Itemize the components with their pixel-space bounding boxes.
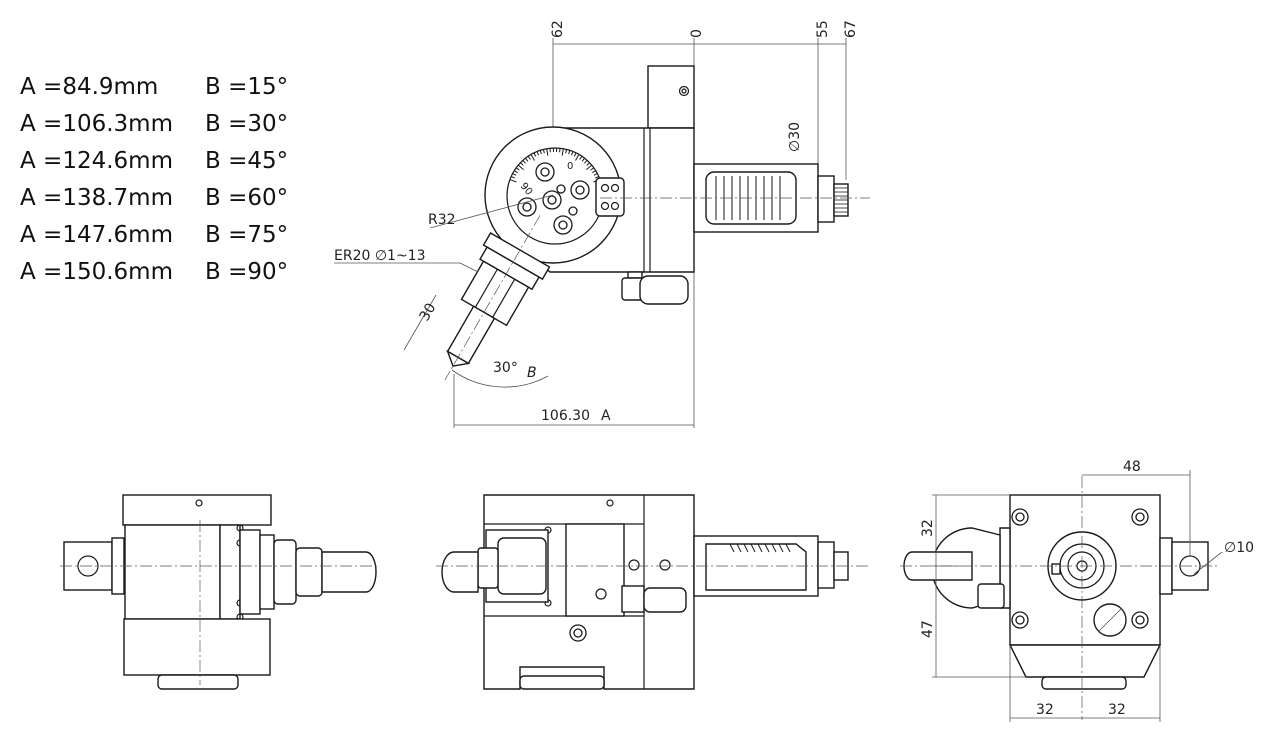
top-view: 62 0 55 67 0 90 90	[334, 20, 870, 428]
dim-67: 67	[843, 20, 859, 38]
spec-a-2: A =106.3mm	[20, 111, 173, 137]
side-panel	[565, 523, 625, 617]
spec-b-5: B =75°	[205, 222, 288, 248]
dim-length: 106.30	[541, 408, 590, 424]
end-key	[1051, 563, 1061, 575]
dim-55: 55	[815, 20, 831, 38]
front-collet-nut-2	[273, 539, 297, 605]
side-tool	[441, 551, 479, 593]
coolant-fitting-stem	[627, 271, 643, 279]
dial-bolts	[517, 162, 590, 235]
spec-b-3: B =45°	[205, 148, 288, 174]
dim-32-left: 32	[1036, 702, 1054, 718]
front-body	[124, 524, 221, 620]
side-coolant-connector	[643, 587, 687, 613]
angled-tool-assembly	[444, 215, 551, 381]
side-coolant-fitting	[621, 585, 645, 613]
spec-a-5: A =147.6mm	[20, 222, 173, 248]
dim-0: 0	[689, 29, 705, 38]
coolant-connector	[639, 275, 689, 305]
spec-b-1: B =15°	[205, 74, 288, 100]
spec-a-6: A =150.6mm	[20, 259, 173, 285]
dim-32-top: 32	[920, 519, 936, 537]
front-view	[60, 494, 380, 690]
dim-angle: 30°	[493, 360, 518, 376]
front-bottom	[123, 618, 271, 676]
dim-dia10: ∅10	[1224, 540, 1254, 556]
spec-table: A =84.9mm B =15° A =106.3mm B =30° A =12…	[20, 74, 288, 285]
front-collet-nut-3	[295, 547, 323, 597]
front-foot	[157, 674, 239, 690]
spline-collar	[817, 175, 835, 223]
dial-0-label: 0	[567, 161, 573, 172]
spec-a-4: A =138.7mm	[20, 185, 173, 211]
spec-a-3: A =124.6mm	[20, 148, 173, 174]
dim-62: 62	[550, 20, 566, 38]
side-view	[436, 494, 870, 690]
end-bottom-taper	[1008, 644, 1162, 678]
coolant-block	[647, 65, 695, 129]
end-coolant-fitting	[977, 583, 1005, 609]
side-collet-front	[477, 547, 499, 589]
spec-b-4: B =60°	[205, 185, 288, 211]
dial-knob	[595, 177, 625, 217]
dim-30: 30	[417, 301, 440, 324]
front-collet-nut-1	[259, 534, 275, 610]
spec-a-1: A =84.9mm	[20, 74, 158, 100]
dim-r32: R32	[428, 212, 456, 228]
dim-length-letter: A	[601, 408, 611, 424]
side-shank-thread	[705, 543, 807, 591]
front-tool	[321, 551, 377, 593]
front-collet-ring	[239, 529, 261, 615]
front-top-cap	[122, 494, 272, 526]
dim-48: 48	[1123, 459, 1141, 475]
dim-angle-letter: B	[527, 365, 537, 381]
side-spline-collar	[817, 541, 835, 589]
side-foot	[519, 675, 605, 690]
dim-collet: ER20 ∅1~13	[334, 248, 426, 264]
dim-32-right: 32	[1108, 702, 1126, 718]
dim-47: 47	[920, 620, 936, 638]
end-view: 48 32 47 32 32 ∅10	[900, 459, 1254, 722]
spline-lines	[834, 187, 848, 213]
end-foot	[1041, 676, 1127, 690]
side-thread-teeth	[729, 543, 791, 553]
spec-b-6: B =90°	[205, 259, 288, 285]
spec-b-2: B =30°	[205, 111, 288, 137]
dim-dia30: ∅30	[787, 122, 803, 152]
